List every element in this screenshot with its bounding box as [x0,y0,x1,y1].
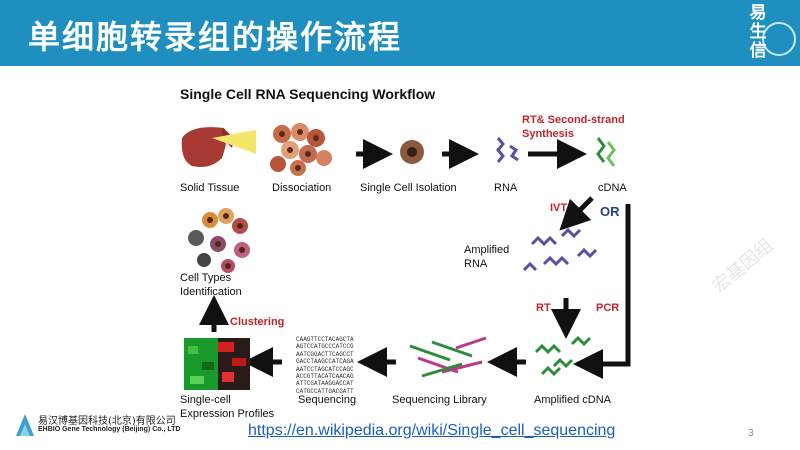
dissociated-cells [270,123,332,176]
sequencing-library [409,336,487,378]
cdna-strand [606,141,616,167]
label-rt: RT [536,302,551,314]
sequence-read: CAAGTTCCTACAGCTA [296,336,354,343]
cell-types [188,208,250,273]
sequence-read: AATCCTAGCATCCAGC [296,365,354,373]
brand-logo: 易 生 信 [738,4,778,61]
step-single-cell-isolation: Single Cell Isolation [360,182,457,194]
step-rna: RNA [494,182,518,194]
cdna-strand [596,137,606,163]
step-amplified-rna-1: Amplified [464,244,510,256]
sequence-read: CATGCCATTGACGATT [296,387,354,395]
step-amplified-rna-2: RNA [464,258,488,270]
sequence-reads: CAAGTTCCTACAGCTA AGTCCATGCCCATCCG AATCGG… [296,336,354,395]
brand-char: 生 [749,22,767,42]
brand-char: 信 [749,41,767,61]
sequence-read: AGTCCATGCCCATCCG [296,343,354,351]
step-expression-2: Expression Profiles [180,408,275,420]
step-cell-types-1: Cell Types [180,272,232,284]
page-number: 3 [748,428,754,439]
slide-title: 单细胞转录组的操作流程 [28,18,403,56]
rna-strand [496,137,505,163]
sequence-read: ACCGTTACATCAACAG [296,373,354,381]
label-rt-second-strand: RT& Second-strand [522,114,625,126]
watermark: 宏基因组 [708,234,778,298]
label-clustering: Clustering [230,316,285,328]
workflow-graphics [181,123,631,390]
diagram-title: Single Cell RNA Sequencing Workflow [180,86,436,102]
title-bar: 单细胞转录组的操作流程 易 生 信 [0,0,800,66]
step-solid-tissue: Solid Tissue [180,182,240,194]
step-amplified-cdna: Amplified cDNA [534,394,612,406]
rna-strand [509,144,519,162]
amplified-rna [522,227,598,272]
sequence-read: GACCTAAGCCATCAGA [296,358,354,366]
step-cdna: cDNA [598,182,627,194]
company-name-en: EHBIO Gene Technology (Beijing) Co., LTD [38,426,181,433]
biopsy-beam [212,130,256,154]
step-sequencing-library: Sequencing Library [392,394,487,406]
label-ivt: IVT [550,202,568,214]
sequence-read: ATTCGATAAGGACCAT [296,380,354,388]
label-or: OR [600,204,620,219]
label-synthesis: Synthesis [522,128,574,140]
liver-illustration [181,127,227,167]
workflow-diagram: Single Cell RNA Sequencing Workflow Soli… [152,76,648,421]
brand-char: 易 [749,3,767,23]
pcr-line [573,204,631,379]
company-logo-icon [16,414,34,436]
brand-logo-ring [762,22,796,56]
arrow-ivt [559,196,594,231]
step-sequencing: Sequencing [298,394,357,406]
step-dissociation: Dissociation [272,182,332,194]
sequence-read: AATCGGACTTCAGCCT [296,350,354,358]
label-pcr: PCR [596,302,620,314]
source-link[interactable]: https://en.wikipedia.org/wiki/Single_cel… [248,422,616,439]
step-cell-types-2: Identification [180,286,242,298]
expression-heatmap [184,338,250,390]
amplified-cdna [534,335,592,377]
step-expression-1: Single-cell [180,394,231,406]
company-name-cn: 易汉博基因科技(北京)有限公司 [38,416,176,427]
